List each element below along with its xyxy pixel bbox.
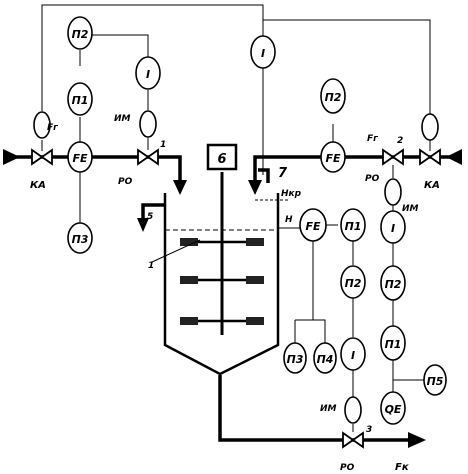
rv-left-label: РО — [118, 177, 133, 187]
bubble-b1: П2 — [67, 16, 93, 50]
bubble-b7: П2 — [320, 78, 346, 114]
svg-text:I: I — [351, 349, 355, 362]
labels: 6 1 1 2 3 7 КА КА РО РО РО ИМ ИМ ИМ Fг F… — [30, 114, 440, 473]
bubble-b18: П4 — [313, 342, 337, 374]
svg-text:П3: П3 — [287, 353, 304, 366]
bubble-b15: П1 — [380, 325, 406, 361]
bubble-b3: FE — [67, 141, 93, 173]
svg-text:FE: FE — [305, 220, 321, 233]
bubble-b11: П2 — [340, 265, 366, 299]
bubble-b17: П3 — [283, 342, 307, 374]
num3-label: 3 — [366, 425, 372, 435]
svg-text:П1: П1 — [385, 338, 402, 351]
bubble-b12: I — [340, 337, 366, 371]
svg-text:П1: П1 — [72, 94, 89, 107]
svg-text:QE: QE — [385, 403, 402, 416]
svg-text:П2: П2 — [345, 277, 362, 290]
bubble-b10: П1 — [340, 208, 366, 242]
h-max-label: Нкр — [281, 189, 302, 199]
bubble-b16: QE — [380, 391, 406, 425]
bubble-b19: П5 — [423, 364, 447, 396]
svg-text:I: I — [146, 68, 150, 81]
im-right-label: ИМ — [402, 204, 419, 214]
bubble-b4: П3 — [67, 222, 93, 254]
signal-lines — [41, 4, 431, 432]
ka-right-label: КА — [424, 180, 440, 191]
im-left-label: ИМ — [114, 114, 131, 124]
rv-bottom-label: РО — [340, 463, 355, 473]
num1-label: 1 — [160, 140, 166, 150]
fk-label: Fк — [395, 462, 409, 473]
num2-label: 2 — [397, 136, 403, 146]
rv-right-label: РО — [365, 174, 380, 184]
svg-text:П5: П5 — [427, 375, 444, 388]
bubble-b2: П1 — [67, 82, 93, 116]
svg-text:П2: П2 — [325, 91, 342, 104]
svg-text:П1: П1 — [345, 220, 362, 233]
valves — [31, 148, 441, 449]
svg-text:П3: П3 — [72, 233, 89, 246]
svg-text:I: I — [391, 222, 395, 235]
svg-text:FE: FE — [72, 152, 88, 165]
small-bubbles — [33, 110, 439, 424]
f1-right-label: Fг — [367, 134, 378, 144]
im-bottom-label: ИМ — [320, 404, 337, 414]
svg-text:П4: П4 — [317, 353, 334, 366]
h-level-label: Н — [285, 215, 293, 225]
bubble-b9: FE — [299, 208, 327, 242]
svg-text:П2: П2 — [72, 28, 89, 41]
bubble-b6: I — [250, 35, 276, 69]
bubble-b14: П2 — [380, 265, 406, 301]
bubble-b13: I — [380, 210, 406, 244]
ka-left-label: КА — [30, 180, 46, 191]
svg-text:П2: П2 — [385, 278, 402, 291]
tank-mark-label: 1 — [148, 261, 154, 271]
svg-text:I: I — [261, 47, 265, 60]
f1-left-label: Fг — [47, 123, 58, 133]
bubble-b8: FE — [320, 141, 346, 173]
five-label: 5 — [147, 212, 153, 222]
bubble-b5: I — [135, 56, 161, 90]
svg-text:FE: FE — [325, 152, 341, 165]
motor-label: 6 — [217, 152, 226, 167]
num7-label: 7 — [278, 166, 288, 181]
reactor-vessel — [151, 143, 290, 376]
